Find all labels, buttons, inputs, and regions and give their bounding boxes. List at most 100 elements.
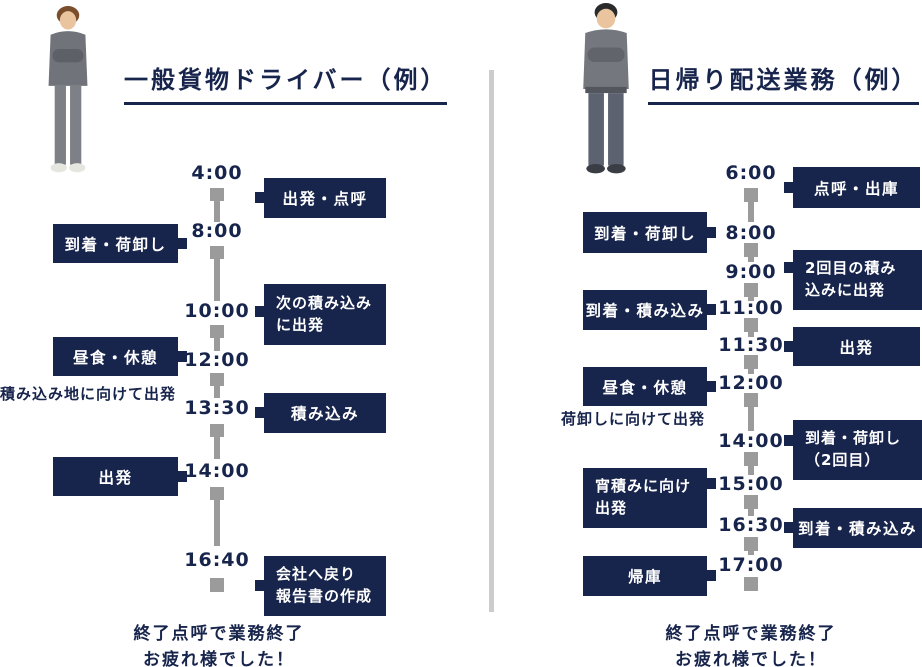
left-closing-message: 終了点呼で業務終了 お疲れ様でした！ xyxy=(99,621,339,667)
connector-tab xyxy=(707,227,716,238)
timeline-segment xyxy=(214,338,220,351)
event-box: 到着・荷卸し （2回目） xyxy=(784,420,922,480)
timeline-segment xyxy=(214,500,220,546)
event-note: 積み込み地に向けて出発 xyxy=(0,385,177,403)
event-label: 点呼・出庫 xyxy=(813,179,899,198)
time-label: 9:00 xyxy=(725,261,777,283)
event-label-line: 宵積みに向け xyxy=(595,477,692,496)
time-label: 11:00 xyxy=(718,297,784,319)
time-label: 15:00 xyxy=(718,473,784,495)
connector-tab xyxy=(255,407,264,418)
event-label-line: （2回目） xyxy=(805,451,881,469)
timeline-tick xyxy=(744,537,758,551)
timeline-tick xyxy=(210,373,224,386)
timeline-tick xyxy=(744,283,758,297)
timeline-segment xyxy=(748,407,754,431)
event-box: 出発 xyxy=(784,327,920,366)
timeline-segment xyxy=(748,202,754,222)
time-label: 12:00 xyxy=(184,349,250,371)
timeline-tick xyxy=(744,452,758,466)
time-label: 16:30 xyxy=(718,514,784,536)
event-box: 会社へ戻り 報告書の作成 xyxy=(255,556,386,616)
timeline-segment xyxy=(214,259,220,301)
event-label-line: 次の積み込み xyxy=(276,293,373,312)
event-label: 出発・点呼 xyxy=(282,190,368,208)
event-box: 点呼・出庫 xyxy=(784,167,920,208)
event-label-line: 込みに出発 xyxy=(805,281,886,299)
section-divider xyxy=(489,70,494,612)
timeline-segment xyxy=(748,297,754,301)
timeline-tick xyxy=(210,487,224,500)
timeline-segment xyxy=(748,369,754,374)
timeline-segment xyxy=(214,201,220,222)
event-label-line: 出発 xyxy=(595,499,628,517)
time-label: 12:00 xyxy=(718,372,784,394)
event-box: 次の積み込み に出発 xyxy=(255,284,386,345)
connector-tab xyxy=(784,522,793,533)
event-label: 到着・荷卸し xyxy=(64,235,167,254)
timeline-tick xyxy=(744,577,758,591)
event-box: 昼食・休憩 xyxy=(53,337,187,376)
timeline-segment xyxy=(748,509,754,516)
event-label: 到着・積み込み xyxy=(585,302,705,320)
timeline-tick xyxy=(210,578,224,592)
event-box: 積み込み xyxy=(255,393,386,433)
timeline-segment xyxy=(214,437,220,459)
connector-tab xyxy=(178,238,187,249)
connector-tab xyxy=(784,341,793,352)
event-label: 到着・荷卸し xyxy=(593,224,696,243)
connector-tab xyxy=(255,306,264,317)
connector-tab xyxy=(178,471,187,482)
event-label: 昼食・休憩 xyxy=(72,348,158,367)
time-label: 8:00 xyxy=(191,220,243,242)
time-label: 4:00 xyxy=(191,162,243,184)
timeline-tick xyxy=(744,355,758,369)
time-label: 8:00 xyxy=(725,222,777,244)
left-driver-photo xyxy=(48,6,88,173)
left-section-title: 一般貨物ドライバー（例） xyxy=(124,60,447,105)
timeline-tick xyxy=(744,318,758,332)
event-label: 出発 xyxy=(98,468,133,487)
event-box: 到着・荷卸し xyxy=(583,212,716,253)
time-label: 11:30 xyxy=(718,334,784,356)
event-label-line: 報告書の作成 xyxy=(276,587,373,605)
connector-tab xyxy=(784,435,793,446)
time-label: 14:00 xyxy=(184,460,250,482)
event-box: 出発 xyxy=(53,457,187,496)
time-label: 13:30 xyxy=(184,397,250,419)
time-label: 10:00 xyxy=(184,300,250,322)
connector-tab xyxy=(784,182,793,193)
event-label: 昼食・休憩 xyxy=(602,378,688,397)
closing-line: お疲れ様でした！ xyxy=(675,650,827,667)
connector-tab xyxy=(707,304,716,315)
event-box: 到着・積み込み xyxy=(784,508,922,548)
time-label: 17:00 xyxy=(718,554,784,576)
event-box: 宵積みに向け 出発 xyxy=(583,468,716,528)
connector-tab xyxy=(707,570,716,581)
event-label-line: 会社へ戻り xyxy=(276,565,357,584)
event-box: 帰庫 xyxy=(583,556,716,596)
timeline-tick xyxy=(744,393,758,407)
time-label: 14:00 xyxy=(718,430,784,452)
timeline-tick xyxy=(744,188,758,202)
right-section-title: 日帰り配送業務（例） xyxy=(648,60,919,105)
closing-line: 終了点呼で業務終了 xyxy=(665,624,837,644)
event-label: 到着・積み込み xyxy=(797,520,917,538)
time-label: 6:00 xyxy=(725,162,777,184)
timeline-tick xyxy=(744,495,758,509)
time-label: 16:40 xyxy=(184,549,250,571)
timeline-segment xyxy=(214,386,220,398)
timeline-tick xyxy=(744,243,758,257)
event-box: 2回目の積み 込みに出発 xyxy=(784,250,922,310)
connector-tab xyxy=(707,381,716,392)
right-closing-message: 終了点呼で業務終了 お疲れ様でした！ xyxy=(631,621,871,667)
closing-line: 終了点呼で業務終了 xyxy=(133,624,305,644)
event-label-line: に出発 xyxy=(276,315,325,334)
right-driver-photo xyxy=(583,3,629,174)
timeline-tick xyxy=(210,424,224,437)
event-box: 昼食・休憩 xyxy=(583,367,716,406)
event-label-line: 到着・荷卸し xyxy=(805,429,902,448)
timeline-segment xyxy=(748,257,754,262)
timeline-segment xyxy=(748,466,754,475)
timeline-tick xyxy=(210,325,224,338)
